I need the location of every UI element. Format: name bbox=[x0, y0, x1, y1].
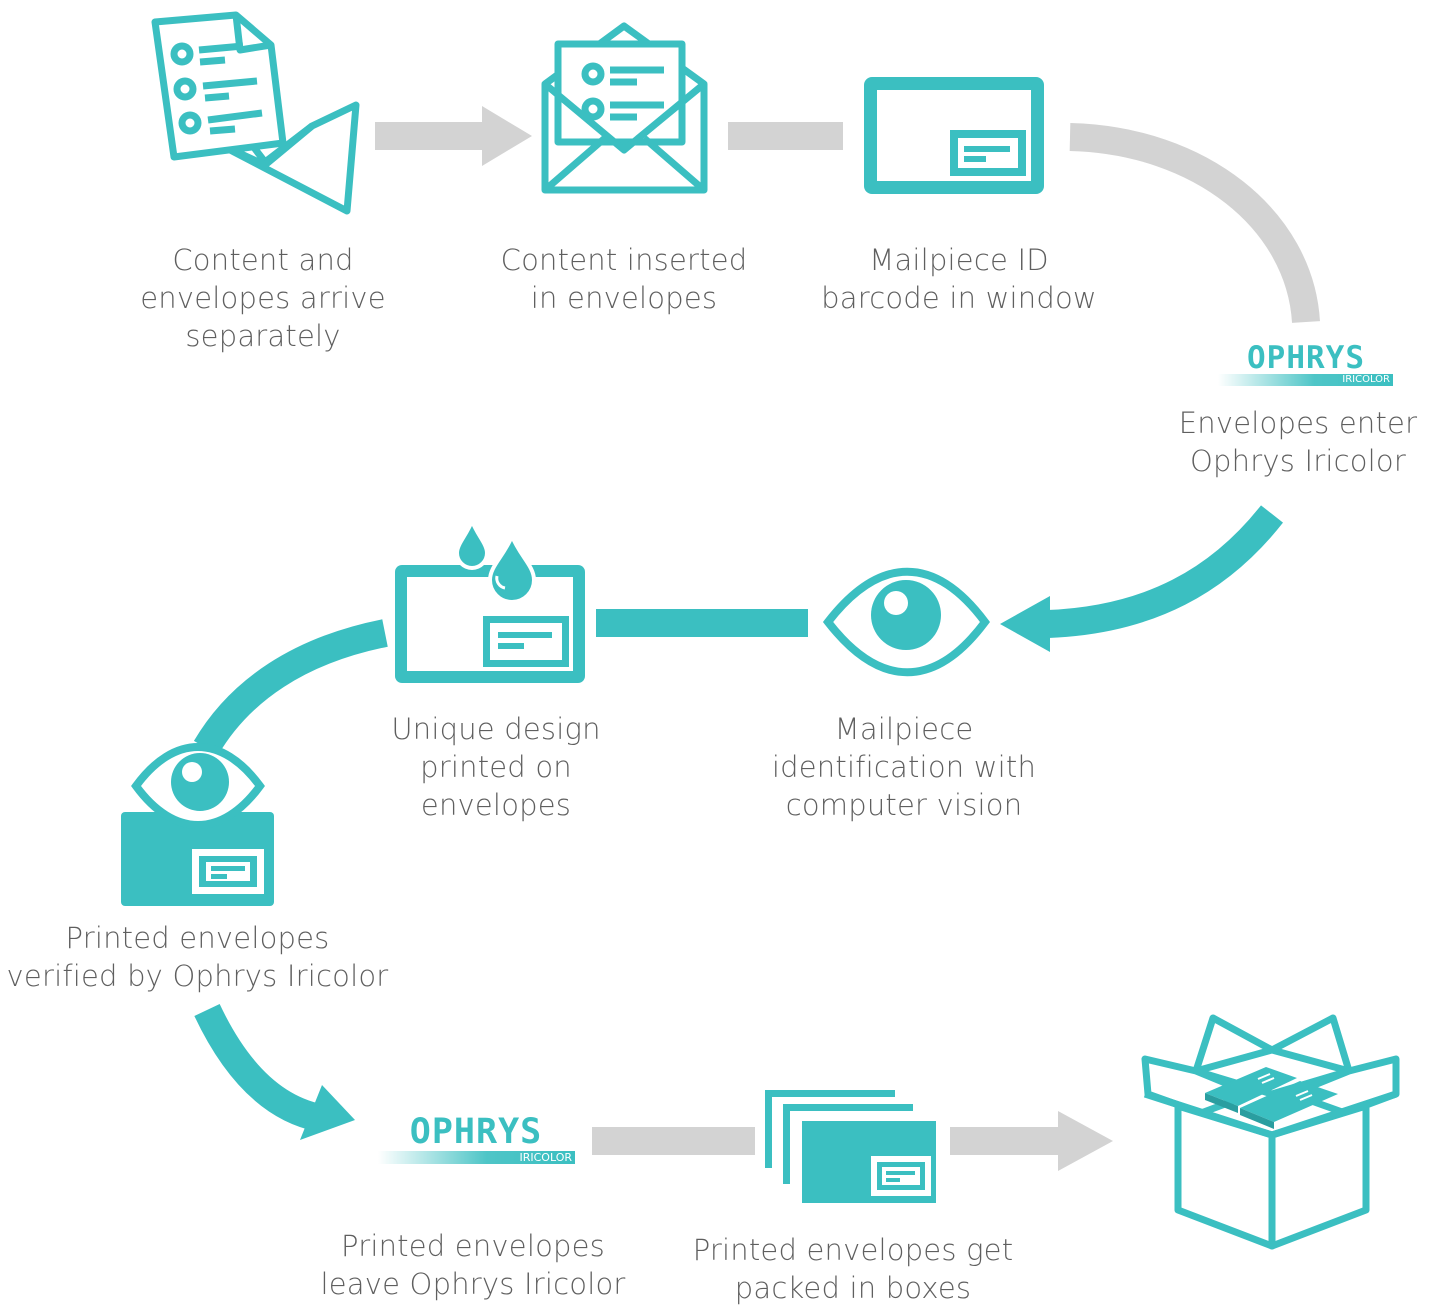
logo-leave-gradient-bar bbox=[378, 1151, 575, 1164]
documents-and-envelope-icon bbox=[151, 11, 360, 215]
logo-enter-gradient-bar bbox=[1218, 374, 1393, 386]
box-contents bbox=[1205, 1067, 1338, 1129]
arrow-enter-to-vision bbox=[1000, 505, 1283, 652]
connector-leave-to-packed bbox=[592, 1127, 755, 1155]
ink-drops-envelope-icon bbox=[395, 515, 585, 683]
arrow-packed-to-box bbox=[950, 1111, 1113, 1171]
ophrys-logo-enter: OPHRYS bbox=[1247, 340, 1365, 376]
connector-inserted-to-barcode bbox=[728, 122, 843, 150]
eye-icon bbox=[822, 567, 990, 677]
open-envelope-with-letter-icon bbox=[541, 22, 708, 194]
window-envelope-icon bbox=[864, 77, 1044, 194]
connector-barcode-to-enter bbox=[1069, 123, 1320, 324]
iricolor-logo-enter: IRICOLOR bbox=[1342, 374, 1390, 385]
arrow-verified-to-leave bbox=[194, 1003, 355, 1140]
connector-vision-to-design bbox=[596, 609, 808, 637]
stacked-envelopes-icon bbox=[765, 1090, 936, 1203]
eye-over-envelope-icon bbox=[121, 743, 274, 906]
iricolor-logo-leave: IRICOLOR bbox=[519, 1151, 572, 1164]
ophrys-logo-leave: OPHRYS bbox=[409, 1112, 543, 1152]
arrow-arrive-to-inserted bbox=[375, 106, 532, 166]
open-box-icon bbox=[1141, 1014, 1400, 1250]
connector-design-to-verified bbox=[193, 619, 388, 756]
